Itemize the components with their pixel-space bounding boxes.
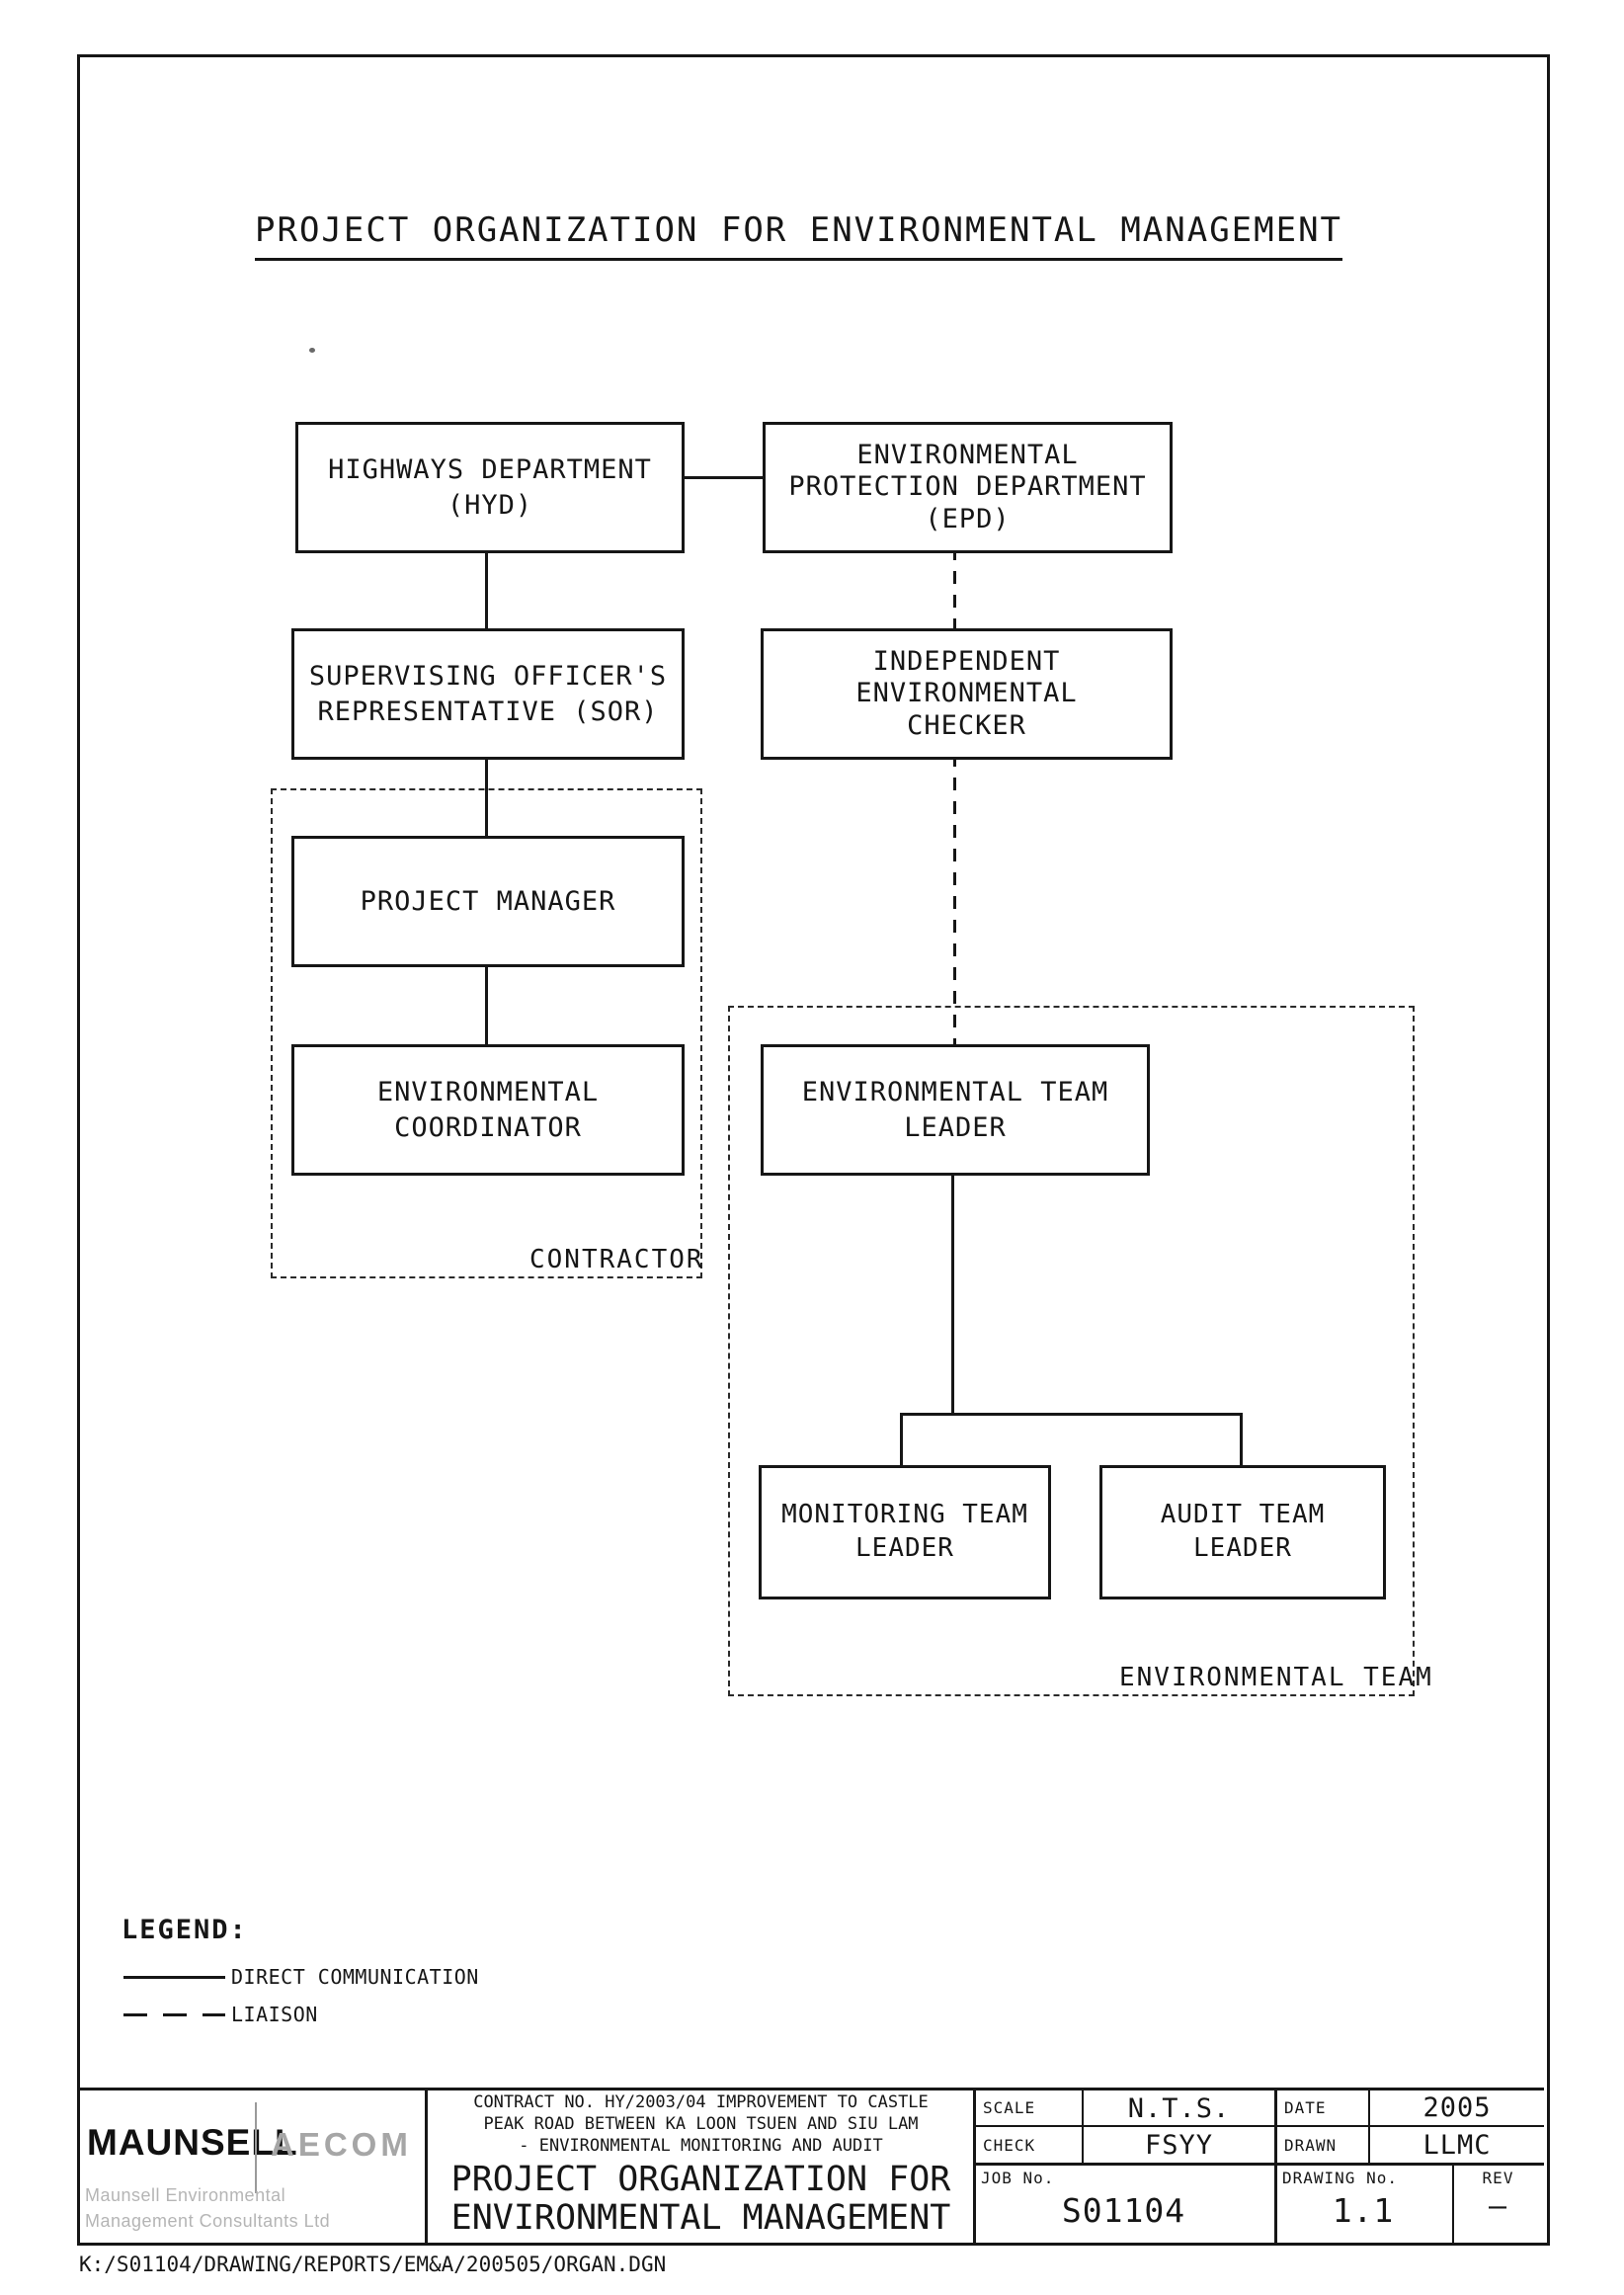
check-value: FSYY <box>1144 2130 1214 2161</box>
box-pm-line1: PROJECT MANAGER <box>360 885 616 917</box>
legend-liaison-line <box>123 2013 225 2016</box>
box-iec-line3: CHECKER <box>907 709 1026 741</box>
titleblock-drawing-title: PROJECT ORGANIZATION FOR ENVIRONMENTAL M… <box>431 2160 971 2239</box>
connector-branch-atl <box>1240 1413 1243 1467</box>
scale-label: SCALE <box>983 2098 1036 2117</box>
environmental-team-group-outline <box>728 1006 1415 1696</box>
contractor-group-label: CONTRACTOR <box>529 1245 704 1274</box>
job-no-label: JOB No. <box>981 2169 1055 2187</box>
box-independent-environmental-checker: INDEPENDENT ENVIRONMENTAL CHECKER <box>761 628 1173 760</box>
drawing-title-line1: PROJECT ORGANIZATION FOR <box>450 2160 951 2199</box>
titleblock-row-divider-2 <box>973 2163 1544 2166</box>
box-iec-line1: INDEPENDENT <box>872 645 1061 677</box>
legend-heading: LEGEND: <box>122 1915 248 1945</box>
company-subtitle-line2: Management Consultants Ltd <box>85 2211 331 2231</box>
box-epd-line2: PROTECTION DEPARTMENT <box>788 471 1147 503</box>
contract-description: CONTRACT NO. HY/2003/04 IMPROVEMENT TO C… <box>431 2091 971 2157</box>
rev-label: REV <box>1482 2169 1514 2187</box>
environmental-team-group-label: ENVIRONMENTAL TEAM <box>1119 1663 1433 1692</box>
contract-line3: - ENVIRONMENTAL MONITORING AND AUDIT <box>519 2136 883 2157</box>
scale-value: N.T.S. <box>1127 2093 1231 2124</box>
logo-separator <box>255 2102 257 2193</box>
box-atl-line2: LEADER <box>1193 1533 1292 1563</box>
connector-sor-pm <box>485 754 488 838</box>
titleblock-divider-rev <box>1452 2165 1454 2243</box>
sheet-border <box>77 54 1550 2246</box>
page-title: PROJECT ORGANIZATION FOR ENVIRONMENTAL M… <box>255 210 1343 261</box>
box-monitoring-team-leader: MONITORING TEAM LEADER <box>759 1465 1051 1599</box>
box-sor-line1: SUPERVISING OFFICER'S <box>308 661 668 693</box>
connector-epd-iec-liaison <box>953 547 956 630</box>
legend-direct-communication-line <box>123 1976 225 1979</box>
box-audit-team-leader: AUDIT TEAM LEADER <box>1099 1465 1386 1599</box>
drawn-label: DRAWN <box>1284 2136 1338 2155</box>
titleblock-top-border <box>77 2088 1544 2090</box>
drawn-value: LLMC <box>1422 2130 1492 2161</box>
box-atl-line1: AUDIT TEAM <box>1160 1500 1326 1530</box>
box-ec-line2: COORDINATOR <box>394 1111 582 1143</box>
company-logo-aecom: AECOM <box>271 2126 412 2163</box>
job-no-value: S01104 <box>1061 2191 1186 2230</box>
box-iec-line2: ENVIRONMENTAL <box>855 678 1078 709</box>
connector-iec-etl-liaison <box>953 754 956 1046</box>
box-sor-line2: REPRESENTATIVE (SOR) <box>317 696 659 727</box>
rev-value: — <box>1488 2189 1508 2224</box>
page-title-text: PROJECT ORGANIZATION FOR ENVIRONMENTAL M… <box>255 210 1343 261</box>
box-etl-line1: ENVIRONMENTAL TEAM <box>801 1077 1109 1108</box>
box-highways-department: HIGHWAYS DEPARTMENT (HYD) <box>295 422 685 553</box>
box-environmental-protection-department: ENVIRONMENTAL PROTECTION DEPARTMENT (EPD… <box>763 422 1173 553</box>
box-mtl-line2: LEADER <box>855 1533 954 1563</box>
connector-etl-branch <box>951 1170 954 1416</box>
connector-branch-mtl <box>900 1413 903 1467</box>
scan-artifact-dot <box>309 348 315 353</box>
titleblock-divider-logo <box>425 2088 428 2243</box>
legend-liaison-label: LIAISON <box>231 2003 318 2026</box>
box-supervising-officers-representative: SUPERVISING OFFICER'S REPRESENTATIVE (SO… <box>291 628 685 760</box>
company-subtitle-line1: Maunsell Environmental <box>85 2185 286 2205</box>
date-label: DATE <box>1284 2098 1327 2117</box>
box-etl-line2: LEADER <box>904 1111 1007 1143</box>
box-epd-line1: ENVIRONMENTAL <box>856 439 1079 470</box>
box-highways-department-line2: (HYD) <box>447 489 533 521</box>
box-epd-line3: (EPD) <box>925 503 1011 534</box>
drawing-no-value: 1.1 <box>1332 2191 1395 2230</box>
connector-pm-ec <box>485 961 488 1046</box>
connector-hyd-sor <box>485 547 488 630</box>
legend-direct-communication-label: DIRECT COMMUNICATION <box>231 1965 479 1989</box>
file-path: K:/S01104/DRAWING/REPORTS/EM&A/200505/OR… <box>79 2253 667 2276</box>
date-value: 2005 <box>1422 2092 1492 2123</box>
connector-hyd-epd <box>679 476 763 479</box>
check-label: CHECK <box>983 2136 1036 2155</box>
box-mtl-line1: MONITORING TEAM <box>781 1500 1028 1530</box>
drawing-title-line2: ENVIRONMENTAL MANAGEMENT <box>450 2198 951 2239</box>
contract-line2: PEAK ROAD BETWEEN KA LOON TSUEN AND SIU … <box>483 2114 919 2135</box>
box-environmental-coordinator: ENVIRONMENTAL COORDINATOR <box>291 1044 685 1176</box>
box-ec-line1: ENVIRONMENTAL <box>376 1077 600 1108</box>
box-environmental-team-leader: ENVIRONMENTAL TEAM LEADER <box>761 1044 1150 1176</box>
drawing-no-label: DRAWING No. <box>1282 2169 1398 2187</box>
connector-branch-horizontal <box>900 1413 1243 1416</box>
box-project-manager: PROJECT MANAGER <box>291 836 685 967</box>
titleblock-row-divider-1 <box>973 2125 1544 2127</box>
box-highways-department-line1: HIGHWAYS DEPARTMENT <box>328 454 652 486</box>
contract-line1: CONTRACT NO. HY/2003/04 IMPROVEMENT TO C… <box>473 2092 929 2112</box>
company-logo-maunsell: MAUNSELL <box>87 2122 298 2163</box>
